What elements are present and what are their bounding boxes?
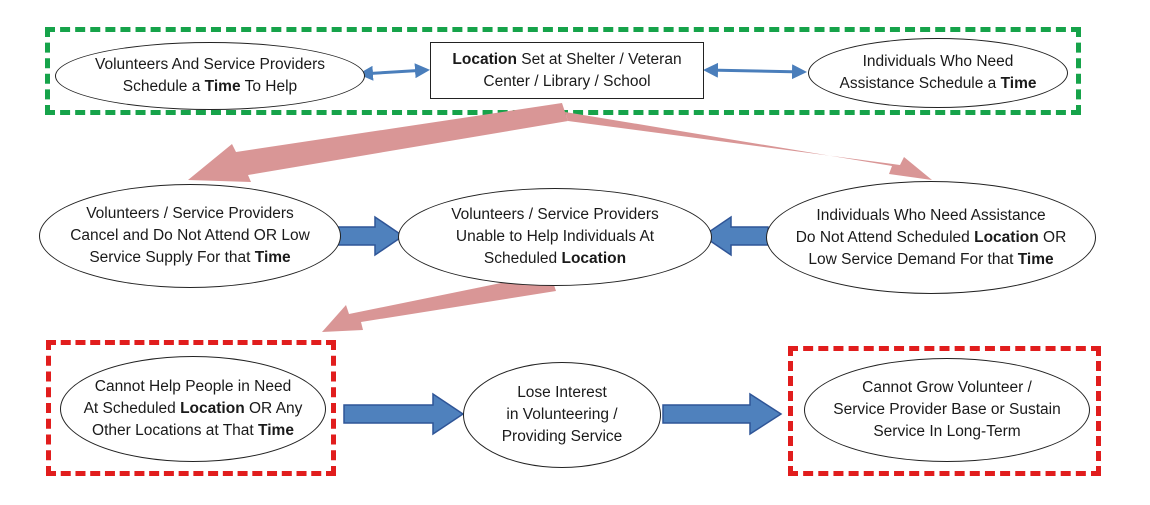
text-run: At Scheduled (83, 400, 181, 417)
emphasis-text: Location (452, 50, 517, 68)
emphasis-text: Time (1017, 250, 1054, 268)
cannot-grow-node: Cannot Grow Volunteer / Service Provider … (804, 358, 1090, 462)
node-text-line: Cannot Grow Volunteer / (833, 377, 1060, 399)
individuals-absent-node: Individuals Who Need Assistance Do Not At… (766, 181, 1096, 294)
emphasis-text: Location (561, 250, 627, 267)
node-text-line: Lose Interest (502, 382, 623, 404)
node-text-line: Center / Library / School (452, 71, 681, 93)
text-run: OR Any (244, 400, 303, 417)
text-run: Scheduled (483, 250, 562, 267)
text-run: Other Locations at That (92, 422, 259, 439)
node-text-line: Low Service Demand For that Time (796, 249, 1067, 271)
emphasis-text: Time (1000, 75, 1037, 92)
text-run: Individuals Who Need (862, 53, 1014, 70)
block-arrow-right-icon (343, 392, 465, 436)
text-run: Cannot Help People in Need (94, 378, 292, 395)
text-run: Do Not Attend Scheduled (795, 228, 975, 246)
cannot-help-node: Cannot Help People in Need At Scheduled L… (60, 356, 326, 462)
text-run: Service Supply For that (89, 249, 255, 266)
text-run: Volunteers / Service Providers (451, 206, 659, 223)
text-run: Volunteers / Service Providers (86, 205, 294, 222)
emphasis-text: Location (180, 400, 245, 417)
node-text-line: Providing Service (502, 426, 623, 448)
text-run: Center / Library / School (483, 72, 651, 90)
text-run: Assistance Schedule a (839, 75, 1001, 92)
flow-arrow-icon (322, 273, 556, 332)
node-text-line: Service Provider Base or Sustain (833, 399, 1060, 421)
emphasis-text: Time (258, 422, 294, 439)
node-text: Cannot Grow Volunteer / Service Provider … (827, 377, 1066, 443)
node-text-line: Cancel and Do Not Attend OR Low (70, 225, 310, 247)
node-text-line: Individuals Who Need (839, 51, 1036, 73)
node-text-line: Volunteers / Service Providers (70, 203, 310, 225)
node-text-line: Assistance Schedule a Time (839, 73, 1036, 95)
node-text-line: Unable to Help Individuals At (451, 226, 659, 248)
node-text: Cannot Help People in Need At Scheduled L… (78, 376, 309, 442)
node-text-line: Volunteers / Service Providers (451, 204, 659, 226)
emphasis-text: Time (204, 78, 241, 95)
node-text-line: Do Not Attend Scheduled Location OR (796, 227, 1067, 249)
node-text-line: At Scheduled Location OR Any (84, 398, 303, 420)
node-text-line: Service In Long-Term (833, 421, 1060, 443)
node-text-line: Other Locations at That Time (84, 420, 303, 442)
node-text: Lose Interest in Volunteering / Providing … (496, 382, 629, 448)
text-run: Low Service Demand For that (808, 250, 1018, 268)
text-run: Cannot Grow Volunteer / (862, 379, 1032, 396)
text-run: OR (1038, 228, 1067, 246)
node-text-line: Cannot Help People in Need (84, 376, 303, 398)
emphasis-text: Location (974, 228, 1039, 246)
block-arrow-right-icon (332, 215, 405, 257)
text-run: Lose Interest (517, 384, 607, 401)
text-run: Service In Long-Term (873, 423, 1021, 440)
text-run: in Volunteering / (506, 406, 618, 423)
node-text-line: Location Set at Shelter / Veteran (452, 49, 681, 71)
node-text: Individuals Who Need Assistance Do Not At… (790, 205, 1073, 271)
flow-arrow-icon (188, 103, 568, 182)
text-run: Providing Service (501, 428, 623, 445)
text-run: Service Provider Base or Sustain (833, 401, 1061, 418)
block-arrow-right-icon (662, 392, 783, 436)
emphasis-text: Time (254, 249, 291, 266)
text-run: Schedule a (122, 78, 205, 95)
node-text-line: Individuals Who Need Assistance (796, 205, 1067, 227)
text-run: Unable to Help Individuals At (455, 228, 655, 245)
node-text-line: Schedule a Time To Help (95, 76, 325, 98)
text-run: Set at Shelter / Veteran (517, 50, 682, 68)
node-text-line: in Volunteering / (502, 404, 623, 426)
node-text-line: Scheduled Location (451, 248, 659, 270)
block-arrow-left-icon (701, 215, 769, 257)
lose-interest-node: Lose Interest in Volunteering / Providing … (463, 362, 661, 468)
text-run: Volunteers And Service Providers (94, 56, 326, 73)
double-headed-connector-icon (358, 63, 430, 81)
text-run: Cancel and Do Not Attend OR Low (70, 227, 310, 244)
double-headed-connector-icon (703, 62, 807, 80)
text-run: Individuals Who Need Assistance (816, 206, 1046, 224)
text-run: To Help (240, 78, 298, 95)
flow-arrow-icon (562, 103, 932, 180)
node-text-line: Volunteers And Service Providers (95, 54, 325, 76)
node-text-line: Service Supply For that Time (70, 247, 310, 269)
